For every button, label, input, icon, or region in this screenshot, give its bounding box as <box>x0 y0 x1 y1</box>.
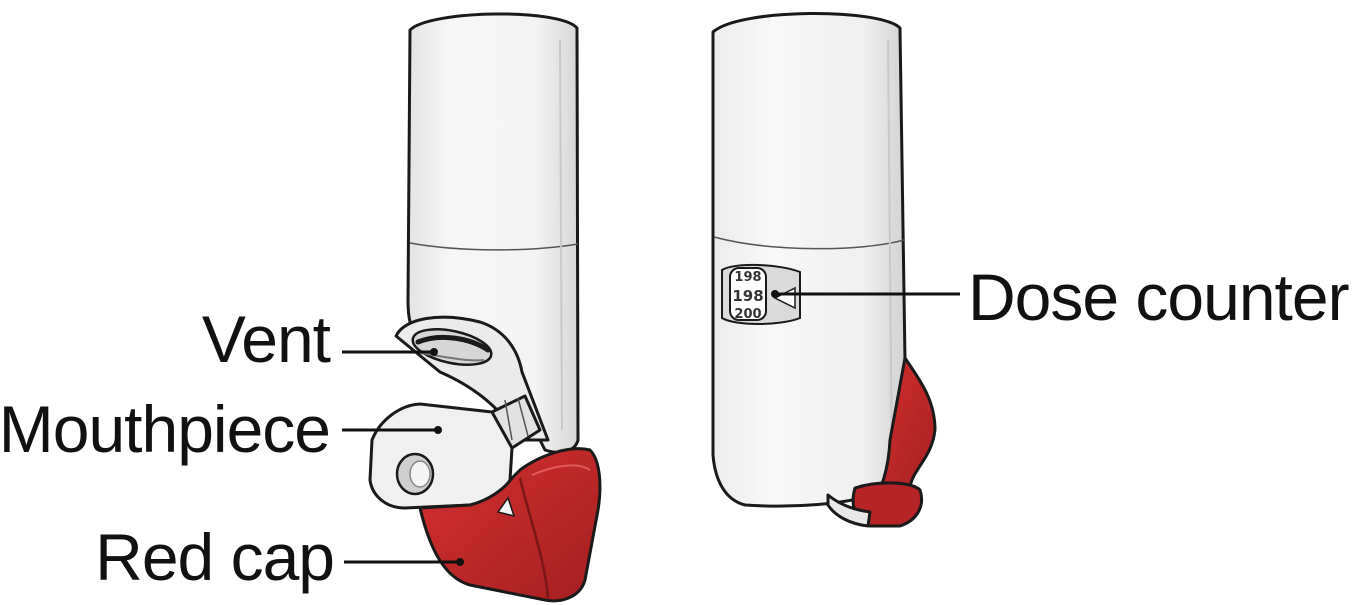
label-red-cap: Red cap <box>95 520 334 594</box>
counter-number-above: 198 <box>734 270 761 285</box>
right-inhaler: 198 198 200 <box>713 13 935 526</box>
left-inhaler <box>370 14 600 601</box>
label-dose-counter: Dose counter <box>968 260 1349 334</box>
leader-dot-vent <box>430 348 438 356</box>
leader-dot-red-cap <box>456 558 464 566</box>
leader-dot-dose-counter <box>771 290 779 298</box>
label-mouthpiece: Mouthpiece <box>0 392 330 466</box>
counter-number-below: 200 <box>734 307 761 322</box>
right-inhaler-body <box>713 13 905 506</box>
counter-number-current: 198 <box>732 287 763 305</box>
label-vent: Vent <box>202 302 331 376</box>
label-red-cap-group: Red cap <box>95 520 464 594</box>
leader-dot-mouthpiece <box>434 426 442 434</box>
